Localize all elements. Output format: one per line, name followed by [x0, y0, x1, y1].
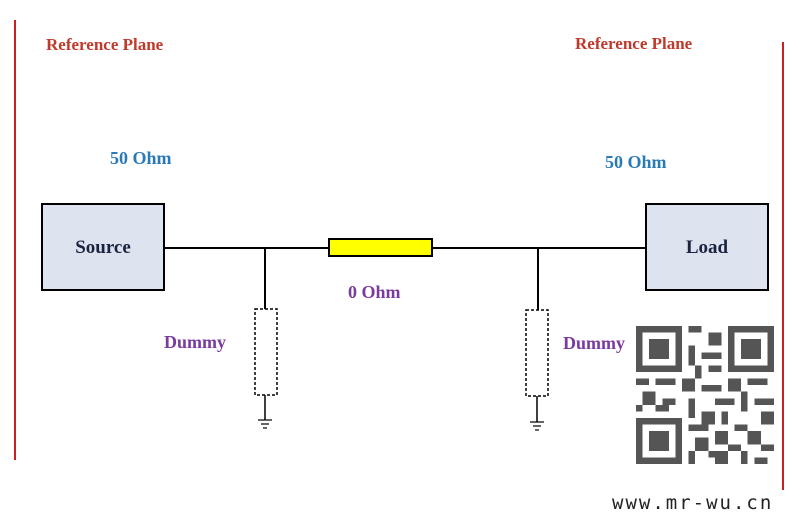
- qr-code-image: [636, 326, 774, 464]
- source-box: [41, 203, 165, 291]
- right-dummy-label: Dummy: [563, 333, 625, 353]
- left-impedance-label: 50 Ohm: [110, 148, 172, 168]
- load-label: Load: [686, 237, 729, 258]
- left-dummy-component: [254, 308, 278, 396]
- right-ground-symbol: [530, 421, 544, 431]
- source-label: Source: [75, 237, 131, 258]
- watermark-url: www.mr-wu.cn: [612, 492, 774, 514]
- left-dummy-label: Dummy: [164, 332, 226, 352]
- right-reference-plane-label: Reference Plane: [575, 34, 693, 53]
- left-reference-plane-label: Reference Plane: [46, 35, 164, 54]
- right-impedance-label: 50 Ohm: [605, 152, 667, 172]
- series-resistor-label: 0 Ohm: [348, 282, 401, 302]
- load-box: [645, 203, 769, 291]
- series-resistor: [328, 238, 433, 257]
- right-dummy-component: [525, 309, 549, 397]
- left-ground-symbol: [258, 419, 272, 429]
